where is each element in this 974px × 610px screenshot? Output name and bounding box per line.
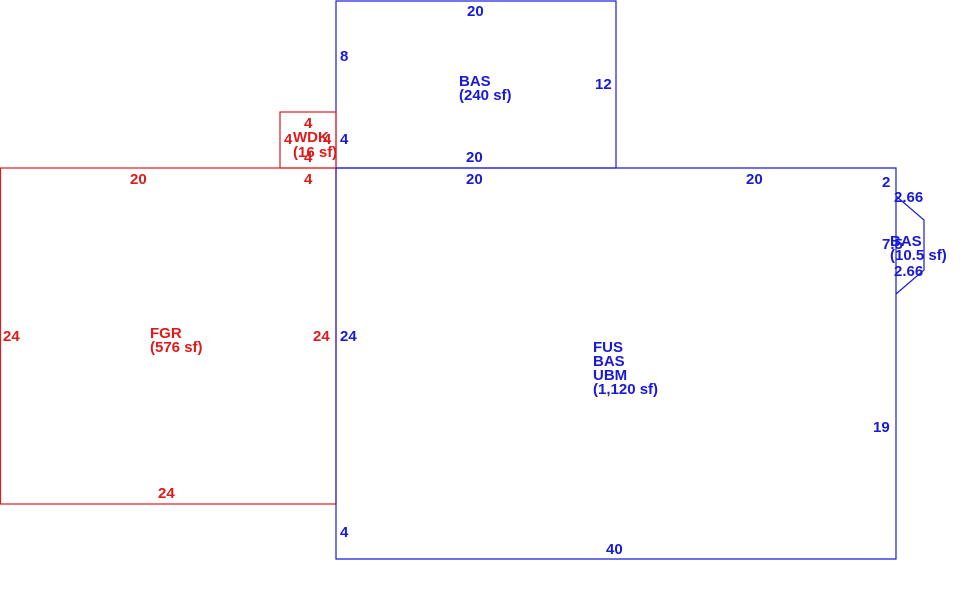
bay-code: BAS xyxy=(890,233,922,250)
dim-wdk-inner: 4 xyxy=(304,149,313,166)
dim-fgr-bottom: 24 xyxy=(158,485,175,502)
bas-upper-code: BAS xyxy=(459,73,491,90)
main-code-1: FUS xyxy=(593,339,623,356)
dim-main-top-left: 20 xyxy=(466,171,483,188)
dim-fgr-top: 20 xyxy=(130,171,147,188)
dim-bas-upper-top: 20 xyxy=(467,3,484,20)
dim-conn-left: 4 xyxy=(340,131,349,148)
bas-upper-area: (240 sf) xyxy=(459,87,512,104)
bay-area: (10.5 sf) xyxy=(890,247,947,264)
dim-main-top-right: 20 xyxy=(746,171,763,188)
dim-fgr-left: 24 xyxy=(3,328,20,345)
dim-bas-upper-right: 12 xyxy=(595,76,612,93)
dim-main-bottom: 40 xyxy=(606,541,623,558)
main-code-3: UBM xyxy=(593,367,627,384)
dim-main-right-top: 2 xyxy=(882,174,890,191)
dim-main-right: 19 xyxy=(873,419,890,436)
dim-main-lower-left: 4 xyxy=(340,524,349,541)
dim-wdk-top: 4 xyxy=(304,115,313,132)
dim-bay-top: 2.66 xyxy=(894,189,923,206)
fgr-area: (576 sf) xyxy=(150,339,203,356)
dim-wdk-right: 4 xyxy=(323,131,332,148)
dim-bay-side: 7.5 xyxy=(882,236,903,253)
wdk-code: WDK xyxy=(293,129,329,146)
dim-bas-upper-bottom: 20 xyxy=(466,149,483,166)
dim-wdk-left: 4 xyxy=(284,131,293,148)
main-area: (1,120 sf) xyxy=(593,381,658,398)
main-code-2: BAS xyxy=(593,353,625,370)
dim-main-left: 24 xyxy=(340,328,357,345)
dim-bay-bottom: 2.66 xyxy=(894,263,923,280)
dim-fgr-right: 24 xyxy=(313,328,330,345)
fgr-code: FGR xyxy=(150,325,182,342)
dim-wdk-bottom: 4 xyxy=(304,171,313,188)
dim-bas-upper-left: 8 xyxy=(340,48,348,65)
wdk-area: (16 sf) xyxy=(293,144,337,161)
main-area-outline xyxy=(335,167,897,560)
bay-outline xyxy=(895,195,925,295)
